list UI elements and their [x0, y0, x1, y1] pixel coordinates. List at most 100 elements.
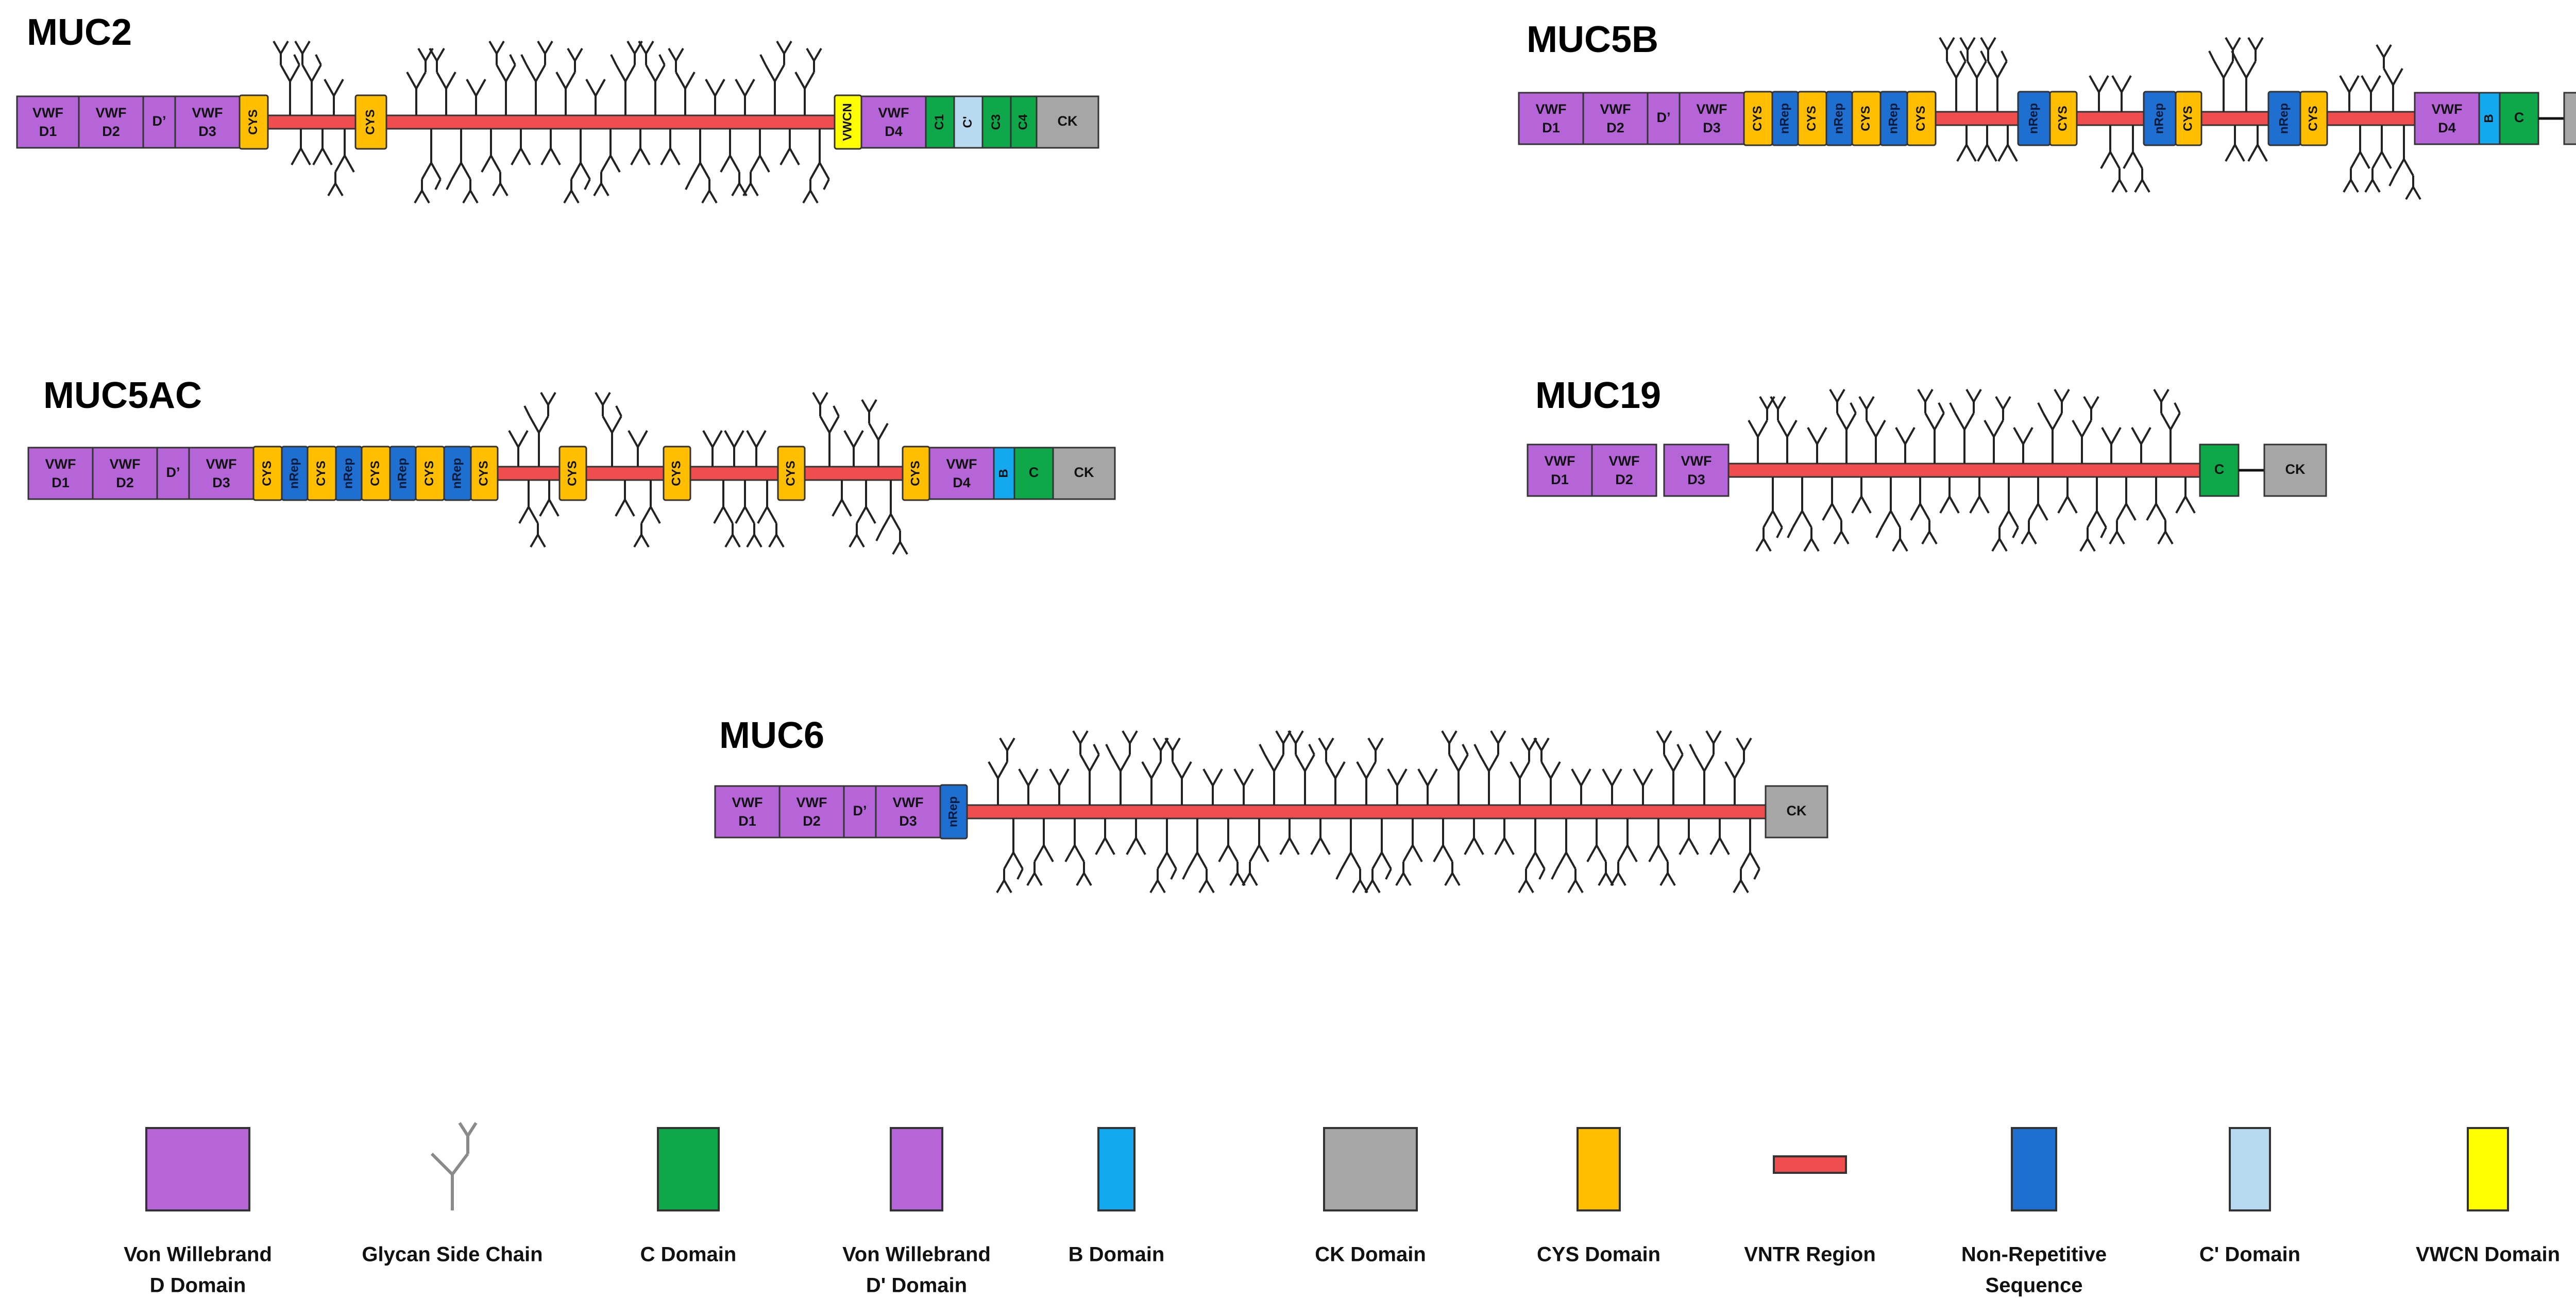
domain-label: D3: [212, 475, 230, 490]
domain-label: D3: [198, 124, 216, 139]
cys-domain: CYS: [1906, 91, 1937, 146]
domain-label: D’: [152, 113, 166, 129]
legend-label: CYS Domain: [1537, 1243, 1660, 1266]
domain-label: CYS: [260, 460, 274, 486]
domain-label: D1: [738, 813, 756, 829]
cys-domain: CYS: [470, 446, 499, 501]
glycan-side-chain: [779, 129, 800, 165]
domain-label: C: [2214, 462, 2225, 477]
legend-label: VNTR Region: [1744, 1243, 1876, 1266]
cys-domain: CYS: [777, 446, 806, 501]
c-domain: C4: [1010, 95, 1038, 149]
domain-label: CYS: [1914, 106, 1928, 131]
b-domain: B: [993, 447, 1015, 500]
glycan-side-chain: [1648, 818, 1676, 886]
glycan-side-chain: [713, 480, 741, 548]
glycan-side-chain: [843, 430, 864, 467]
glycan-side-chain: [1164, 737, 1192, 805]
domain-label: VWF: [796, 795, 827, 810]
glycan-side-chain: [1633, 768, 1653, 805]
glycan-side-chain: [324, 79, 344, 115]
domain-label: nRep: [395, 458, 409, 489]
glycan-side-chain: [832, 480, 852, 517]
legend-item-b: B Domain: [1069, 1127, 1164, 1266]
glycan-side-chain: [702, 430, 723, 467]
glycan-side-chain: [1356, 737, 1384, 805]
domain-label: C4: [1016, 114, 1030, 130]
cys-domain: CYS: [1851, 91, 1882, 146]
legend-label: CK Domain: [1315, 1243, 1426, 1266]
domain-label: VWF: [32, 105, 63, 121]
nrep-domain: nRep: [2143, 91, 2177, 146]
glycan-side-chain: [1851, 477, 1872, 514]
domain-label: CK: [1058, 113, 1078, 129]
legend-label: Von Willebrand: [124, 1243, 272, 1266]
legend-label: Von Willebrand: [842, 1243, 991, 1266]
glycan-side-chain: [1689, 730, 1722, 805]
domain-label: CYS: [1805, 106, 1819, 131]
glycan-side-chain: [1387, 768, 1408, 805]
glycan-side-chain: [630, 129, 651, 165]
ck-swatch: [1323, 1127, 1418, 1211]
domain-label: nRep: [1886, 103, 1900, 134]
glycan-side-chain: [2100, 125, 2128, 193]
cprime-swatch: [2229, 1127, 2271, 1211]
glycan-side-chain: [1064, 818, 1092, 886]
glycan-side-chain: [1335, 818, 1368, 894]
domain-label: D2: [803, 813, 821, 829]
domain-label: C: [2514, 110, 2524, 125]
legend-label: Non-Repetitive: [1961, 1243, 2107, 1266]
domain-label: nRep: [2026, 103, 2040, 134]
glycan-side-chain: [488, 40, 516, 115]
cys-domain: CYS: [307, 446, 337, 501]
domain-label: VWF: [1697, 101, 1727, 117]
vntr-region: [385, 40, 836, 204]
glycan-side-chain: [1748, 396, 1775, 464]
glycan-side-chain: [1984, 396, 2011, 464]
cys-domain: CYS: [2175, 91, 2202, 146]
domain-label: C: [1029, 465, 1039, 480]
ck-domain: CK: [1765, 785, 1828, 839]
glycan-side-chain: [2231, 37, 2264, 112]
glycan-side-chain: [1858, 396, 1886, 464]
glycan-side-chain: [523, 391, 556, 467]
glycan-side-chain: [1895, 427, 1916, 464]
glycan-side-chain: [1679, 818, 1699, 855]
glycan-side-chain: [595, 391, 622, 467]
glycan-side-chain: [1551, 818, 1584, 894]
legend-item-cprime: C' Domain: [2199, 1127, 2300, 1266]
glycan-side-chain: [1318, 737, 1346, 805]
glycan-side-chain: [1807, 427, 1827, 464]
domain-label: D2: [116, 475, 134, 490]
domain-label: B: [996, 469, 1010, 477]
glycan-side-chain: [511, 129, 531, 165]
glycan-side-chain: [2388, 125, 2421, 200]
glycan-side-chain: [2072, 396, 2099, 464]
domain-label: D1: [1542, 120, 1560, 135]
glycan-side-chain: [273, 40, 300, 115]
glycan-side-chain: [1875, 477, 1908, 552]
domain-label: D3: [1703, 120, 1721, 135]
domain-label: VWF: [1609, 453, 1640, 469]
glycan-side-chain: [1259, 730, 1292, 805]
domain-label: VWF: [2432, 101, 2463, 117]
nrep-domain: nRep: [1771, 91, 1799, 146]
dprime-domain: D’: [156, 447, 190, 500]
glycan-side-chain: [2361, 75, 2381, 112]
cprime-domain: C': [953, 95, 984, 149]
domain-label: CYS: [784, 460, 798, 486]
c-domain: C3: [981, 95, 1012, 149]
glycan-side-chain: [414, 129, 442, 204]
cys-domain: CYS: [415, 446, 445, 501]
domain-label: CYS: [2056, 106, 2070, 131]
glycan-side-chain: [996, 818, 1024, 894]
cys-swatch: [1577, 1127, 1621, 1211]
cys-domain: CYS: [2049, 91, 2078, 146]
vntr-region: [585, 391, 665, 548]
glycan-side-chain: [1026, 818, 1054, 886]
glycan-side-chain: [1202, 768, 1223, 805]
nrep-swatch: [2011, 1127, 2057, 1211]
